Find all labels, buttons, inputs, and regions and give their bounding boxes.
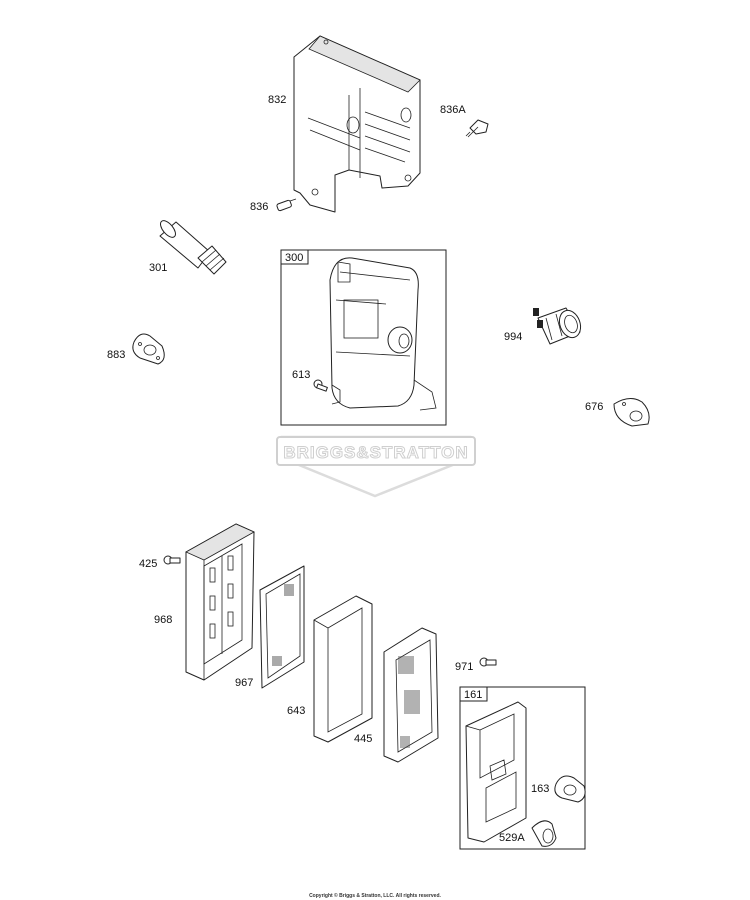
part-643-frame[interactable] [313,595,373,743]
label-300: 300 [285,252,303,264]
part-529A-deflector[interactable] [531,820,557,847]
label-968: 968 [154,614,172,626]
part-445-filter[interactable] [383,627,439,763]
part-971-screw[interactable] [479,657,497,667]
label-163: 163 [531,783,549,795]
label-643: 643 [287,705,305,717]
label-301: 301 [149,262,167,274]
label-613: 613 [292,369,310,381]
part-836-screw[interactable] [276,198,297,212]
briggs-stratton-watermark: BRIGGS&STRATTON [276,435,476,498]
watermark-text: BRIGGS&STRATTON [283,443,468,462]
label-883: 883 [107,349,125,361]
group-box-300-tag [280,249,309,265]
label-967: 967 [235,677,253,689]
label-836: 836 [250,201,268,213]
label-445: 445 [354,733,372,745]
label-836A: 836A [440,104,466,116]
part-994-spark-arrestor[interactable] [533,307,584,345]
label-425: 425 [139,558,157,570]
label-161: 161 [464,689,482,701]
label-994: 994 [504,331,522,343]
part-883-gasket[interactable] [132,333,165,365]
part-676-deflector[interactable] [613,398,650,427]
part-613-screw[interactable] [313,379,328,392]
label-676: 676 [585,401,603,413]
label-832: 832 [268,94,286,106]
part-425-screw[interactable] [163,555,181,565]
part-161-muffler[interactable] [465,701,527,843]
part-301-tube[interactable] [158,218,227,275]
part-832-heat-shield[interactable] [293,35,421,213]
copyright-notice: Copyright © Briggs & Stratton, LLC. All … [309,892,441,899]
part-163-gasket[interactable] [554,775,586,803]
label-529A: 529A [499,832,525,844]
label-971: 971 [455,661,473,673]
group-box-161-tag [459,686,488,702]
part-836A-screw[interactable] [465,119,489,138]
group-box-300 [280,249,447,426]
group-box-161 [459,686,586,850]
part-300-muffler[interactable] [329,257,437,411]
part-968-air-cleaner-base[interactable] [185,523,255,681]
part-967-pre-cleaner[interactable] [259,565,305,689]
